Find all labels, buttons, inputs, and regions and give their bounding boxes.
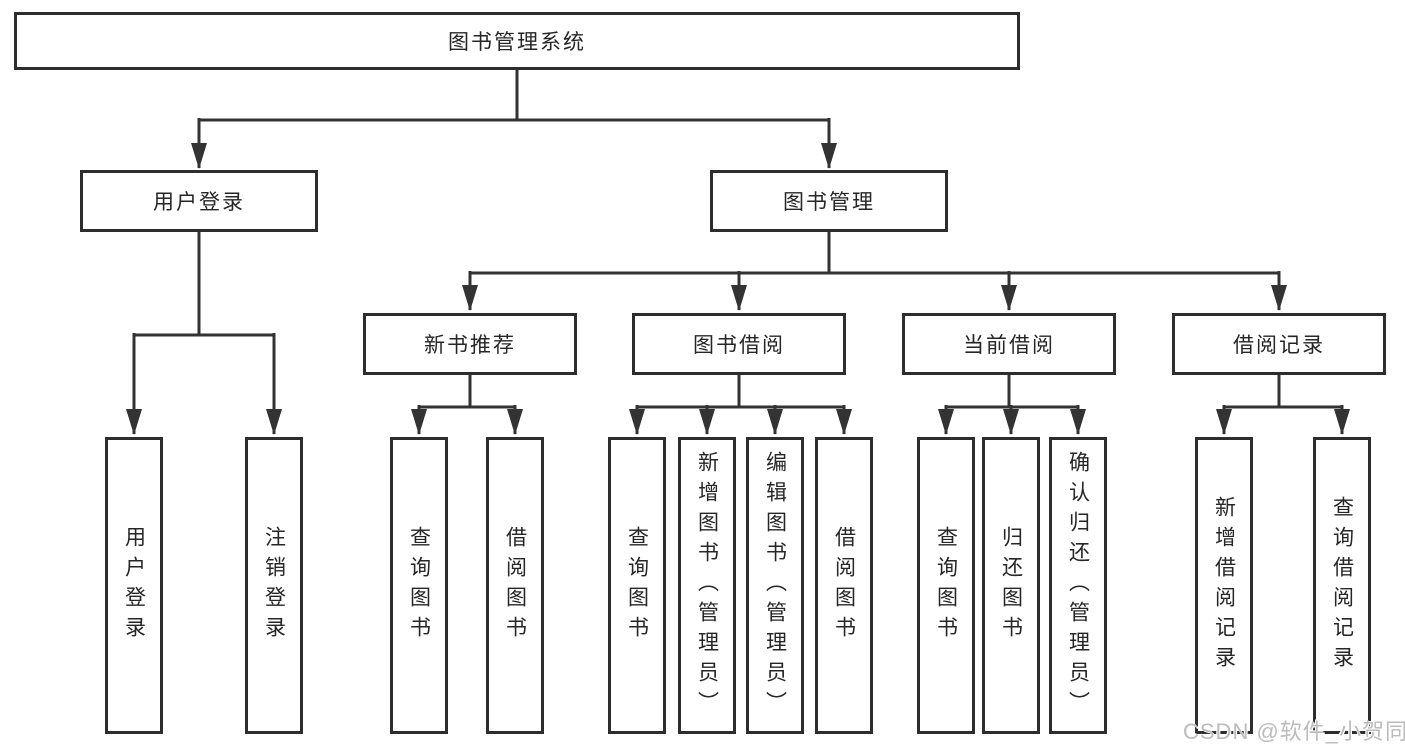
leaf-add-borrow-record: 新增借阅记录 [1195,437,1253,734]
node-label: 用户登录 [122,525,146,646]
node-label: 图书管理 [783,191,875,214]
leaf-query-book: 查询图书 [608,437,666,734]
node-new-book-recommend: 新书推荐 [363,313,577,375]
node-label: 查询图书 [934,525,958,646]
node-book-management: 图书管理 [710,170,948,232]
leaf-query-book: 查询图书 [917,437,975,734]
node-label: 注销登录 [262,525,286,646]
node-label: 新增借阅记录 [1212,495,1236,676]
node-root: 图书管理系统 [14,12,1020,70]
node-label: 新书推荐 [424,334,516,357]
node-label: 借阅记录 [1233,334,1325,357]
node-label: 借阅图书 [503,525,527,646]
node-label: 当前借阅 [963,334,1055,357]
node-label: 图书管理系统 [448,31,586,54]
node-borrow-record: 借阅记录 [1172,313,1386,375]
node-label: 编辑图书（管理员） [763,450,787,721]
node-label: 确认归还（管理员） [1066,450,1090,721]
node-label: 图书借阅 [693,334,785,357]
node-book-borrow: 图书借阅 [632,313,846,375]
node-label: 归还图书 [999,525,1023,646]
node-label: 查询借阅记录 [1330,495,1354,676]
leaf-query-borrow-record: 查询借阅记录 [1313,437,1371,734]
node-label: 用户登录 [153,191,245,214]
node-label: 新增图书（管理员） [695,450,719,721]
watermark: CSDN @软件_小贺同学 [1183,719,1405,744]
leaf-query-book: 查询图书 [390,437,448,734]
leaf-return-book: 归还图书 [982,437,1040,734]
leaf-borrow-book: 借阅图书 [486,437,544,734]
leaf-user-login: 用户登录 [105,437,163,734]
node-label: 借阅图书 [832,525,856,646]
leaf-confirm-return-admin: 确认归还（管理员） [1049,437,1107,734]
node-label: 查询图书 [625,525,649,646]
leaf-add-book-admin: 新增图书（管理员） [678,437,736,734]
connectors [126,70,1350,435]
leaf-logout: 注销登录 [245,437,303,734]
node-user-login: 用户登录 [80,170,318,232]
leaf-edit-book-admin: 编辑图书（管理员） [746,437,804,734]
leaf-borrow-book: 借阅图书 [815,437,873,734]
node-label: 查询图书 [407,525,431,646]
node-current-borrow: 当前借阅 [902,313,1116,375]
